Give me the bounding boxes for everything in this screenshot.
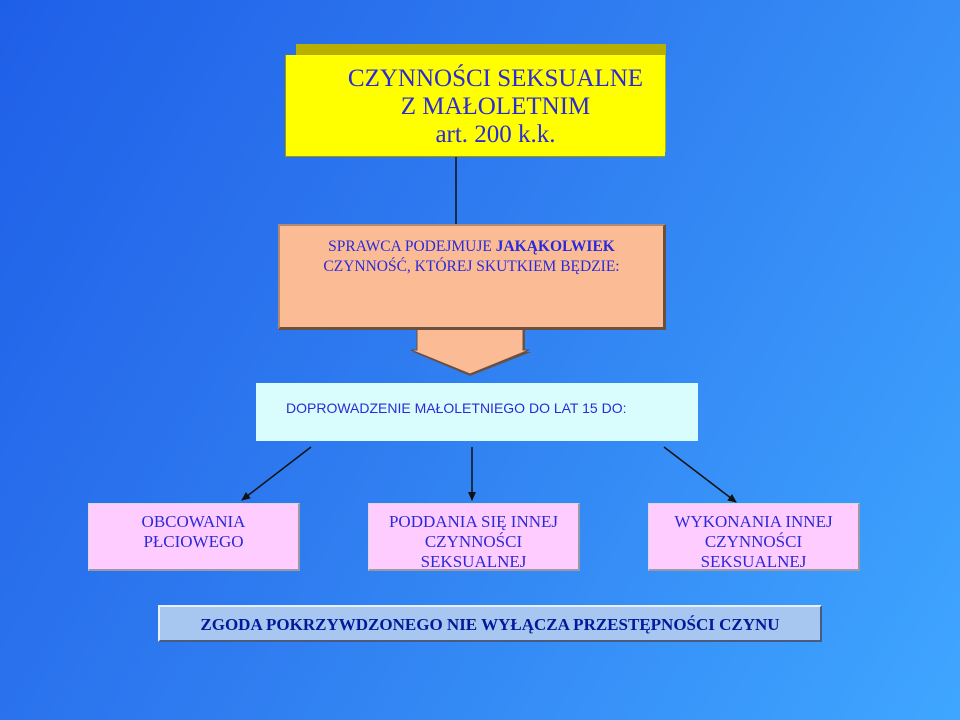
outcome-3-line-2: CZYNNOŚCI [704, 532, 803, 551]
title-line-2: Z MAŁOLETNIM [400, 93, 591, 120]
outcome-3-line-1: WYKONANIA INNEJ [674, 512, 833, 531]
perpetrator-text-bold: JAKĄKOLWIEK [495, 238, 615, 255]
leading-box: DOPROWADZENIE MAŁOLETNIEGO DO LAT 15 DO: [256, 383, 698, 441]
leading-text: DOPROWADZENIE MAŁOLETNIEGO DO LAT 15 DO: [286, 400, 627, 416]
perpetrator-box: SPRAWCA PODEJMUJE JAKĄKOLWIEK CZYNNOŚĆ, … [278, 224, 666, 330]
outcome-box-submit: PODDANIA SIĘ INNEJ CZYNNOŚCI SEKSUALNEJ [368, 503, 580, 571]
outcome-1-line-2: PŁCIOWEGO [143, 532, 244, 551]
outcome-3-line-3: SEKSUALNEJ [700, 552, 807, 571]
title-line-1: CZYNNOŚCI SEKSUALNE [347, 65, 644, 92]
perpetrator-text-line-2: CZYNNOŚĆ, KTÓREJ SKUTKIEM BĘDZIE: [323, 258, 620, 275]
title-line-3: art. 200 k.k. [435, 121, 556, 148]
outcome-1-line-1: OBCOWANIA [141, 512, 246, 531]
arrow-to-outcome-1 [241, 446, 312, 501]
consent-text: ZGODA POKRZYWDZONEGO NIE WYŁĄCZA PRZESTĘ… [200, 615, 780, 634]
consent-box: ZGODA POKRZYWDZONEGO NIE WYŁĄCZA PRZESTĘ… [158, 605, 822, 642]
outcome-box-perform: WYKONANIA INNEJ CZYNNOŚCI SEKSUALNEJ [648, 503, 860, 571]
outcome-box-intercourse: OBCOWANIA PŁCIOWEGO [88, 503, 300, 571]
outcome-2-line-2: CZYNNOŚCI [424, 532, 523, 551]
outcome-2-line-1: PODDANIA SIĘ INNEJ [388, 512, 559, 531]
block-arrow-down [413, 329, 531, 376]
outcome-2-line-3: SEKSUALNEJ [420, 552, 527, 571]
arrow-to-outcome-3 [663, 446, 737, 503]
perpetrator-text-prefix: SPRAWCA PODEJMUJE [328, 238, 496, 255]
title-box: CZYNNOŚCI SEKSUALNE Z MAŁOLETNIM art. 20… [285, 55, 665, 157]
